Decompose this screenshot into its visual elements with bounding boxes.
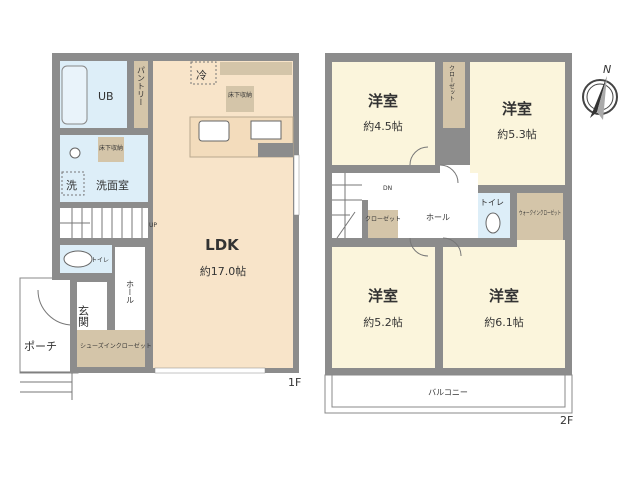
fridge-space [190,61,217,85]
room2-size: 約5.3帖 [497,127,537,141]
room2-label: 洋室 [502,100,532,118]
washer-label: 洗 [66,179,77,192]
toilet-1f-label: トイレ [91,257,109,264]
entrance-door-swing [37,289,74,326]
closet1-label: クローゼット [448,65,455,101]
room-6-1 [443,247,565,368]
door-swings-2f [409,146,462,257]
room1-label: 洋室 [368,92,398,110]
room-5-2 [332,247,435,368]
ldk-size: 約17.0帖 [200,264,247,278]
room1-size: 約4.5帖 [363,119,403,133]
genkan [77,282,107,330]
room3-label: 洋室 [368,287,398,305]
floor1-label: 1F [288,376,301,389]
north-arrow-icon: N [582,63,618,120]
shoe-closet-label: シューズインクローゼット [80,342,152,350]
stove-icon [250,120,282,140]
ub-label: UB [98,90,114,103]
bathtub-icon [61,65,88,125]
room4-label: 洋室 [489,287,519,305]
sink-icon [198,120,230,142]
porch [19,277,79,374]
dn-label: DN [383,185,392,192]
washer-space [61,171,85,196]
closet-2f-b [368,210,398,238]
floor-1: ポーチ UB パントリー 冷 床下収納 LDK 約17.0帖 床下収納 洗 洗面… [19,53,301,400]
hall-2f-label: ホール [426,213,450,222]
shoe-closet [77,330,145,367]
stair-wall [362,200,368,238]
toilet-2f-icon [485,212,501,234]
floor-2: バルコニー 洋室 約4.5帖 クローゼット 洋室 約5.3帖 DN クローゼット… [324,53,573,427]
window-1f-east [293,154,300,216]
genkan-label: 玄関 [77,304,90,327]
ldk-label: LDK [205,236,240,254]
kitchen-wall [258,143,293,157]
wic-label: ウォークインクローゼット [519,209,561,217]
balcony-label: バルコニー [428,388,468,397]
toilet-icon [63,250,93,268]
underfloor-storage-kitchen [226,86,254,112]
washbasin-icon [69,147,81,159]
stairs-2f [332,173,362,239]
up-label: UP [149,222,157,229]
walk-in-closet [517,193,563,240]
balcony-rail [331,374,566,408]
hall-1f-label: ホール [126,280,135,304]
pantry [134,61,148,128]
underfloor-kitchen-label: 床下収納 [228,91,252,99]
kitchen-storage [220,62,292,75]
closet2-label: クローゼット [365,215,401,223]
porch-steps [20,371,73,400]
window-1f-south [154,367,266,374]
underfloor-storage-wash [98,137,124,162]
washroom-label: 洗面室 [96,178,129,192]
pantry-label: パントリー [137,66,146,106]
toilet-2f-label: トイレ [480,198,504,207]
ldk [153,61,293,368]
north-label: N [603,63,611,76]
hall-2f-upper [440,165,470,195]
porch-label: ポーチ [24,340,57,353]
room3-size: 約5.2帖 [363,315,403,329]
room-6-1-notch [517,240,565,248]
room4-size: 約6.1帖 [484,315,524,329]
underfloor-wash-label: 床下収納 [99,144,123,152]
floor2-label: 2F [560,414,573,427]
room-5-3 [470,62,565,185]
stair-treads [60,208,143,238]
fridge-label: 冷 [196,69,207,82]
closet-2f-a [443,62,465,128]
room-4-5 [332,62,435,165]
hall-1f [115,247,145,330]
